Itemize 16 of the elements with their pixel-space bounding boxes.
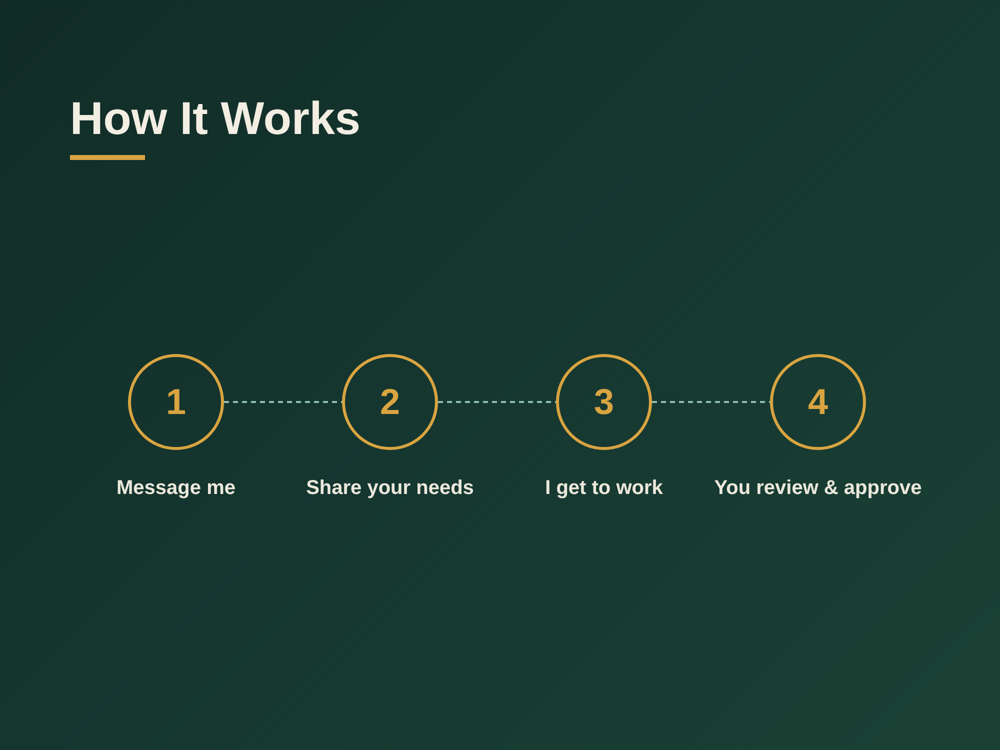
dashed-connector bbox=[438, 401, 556, 403]
step-number: 4 bbox=[808, 384, 828, 420]
step-circle bbox=[556, 354, 652, 450]
step-label: Share your needs bbox=[306, 476, 474, 500]
step-circle bbox=[128, 354, 224, 450]
dashed-connector bbox=[224, 401, 342, 403]
step-number: 1 bbox=[166, 384, 186, 420]
step-number: 2 bbox=[380, 384, 400, 420]
step-label: Message me bbox=[116, 476, 236, 500]
step-label: I get to work bbox=[545, 476, 663, 500]
step-circle bbox=[342, 354, 438, 450]
step-number: 3 bbox=[594, 384, 614, 420]
title: How It Works bbox=[70, 92, 361, 145]
dashed-connector bbox=[652, 401, 770, 403]
step-circle bbox=[770, 354, 866, 450]
step-label: You review & approve bbox=[714, 476, 922, 500]
